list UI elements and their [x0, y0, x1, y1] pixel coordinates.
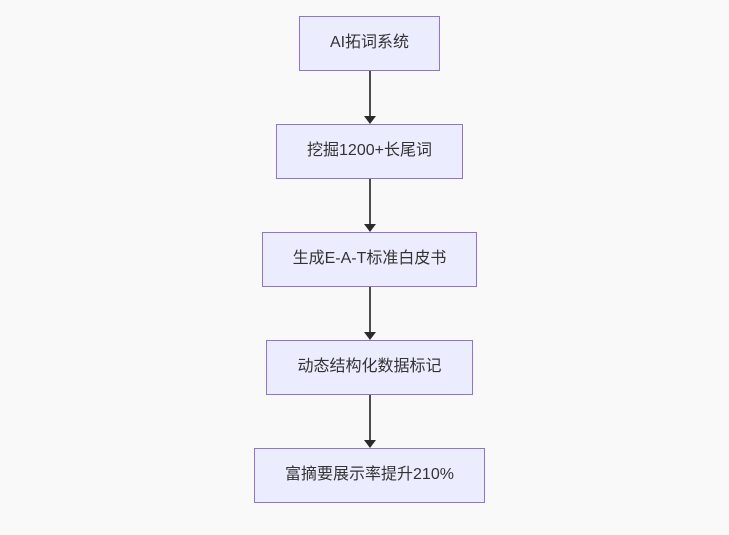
- flow-edge-d-e: [363, 395, 376, 448]
- flow-edge-a-b: [363, 71, 376, 124]
- edge-line: [368, 395, 371, 440]
- flow-node-label: 富摘要展示率提升210%: [285, 466, 454, 484]
- edge-line: [368, 71, 371, 116]
- flow-node-mine-longtail-keywords: 挖掘1200+长尾词: [276, 124, 463, 179]
- flow-node-label: 生成E-A-T标准白皮书: [292, 250, 447, 268]
- flow-node-generate-eat-whitepaper: 生成E-A-T标准白皮书: [261, 232, 478, 287]
- flowchart: AI拓词系统 挖掘1200+长尾词 生成E-A-T标准白皮书 动态结构化数据标记: [5, 0, 729, 503]
- arrow-down-icon: [363, 440, 376, 448]
- flow-node-label: AI拓词系统: [329, 34, 410, 52]
- flow-node-dynamic-structured-data-markup: 动态结构化数据标记: [266, 340, 473, 395]
- flow-node-ai-word-expansion-system: AI拓词系统: [298, 16, 441, 71]
- flow-node-label: 挖掘1200+长尾词: [307, 142, 432, 160]
- flow-node-rich-snippet-rate-increase: 富摘要展示率提升210%: [254, 448, 485, 503]
- arrow-down-icon: [363, 332, 376, 340]
- arrow-down-icon: [363, 116, 376, 124]
- edge-line: [368, 179, 371, 224]
- flow-edge-b-c: [363, 179, 376, 232]
- flow-node-label: 动态结构化数据标记: [297, 358, 442, 376]
- arrow-down-icon: [363, 224, 376, 232]
- flow-edge-c-d: [363, 287, 376, 340]
- edge-line: [368, 287, 371, 332]
